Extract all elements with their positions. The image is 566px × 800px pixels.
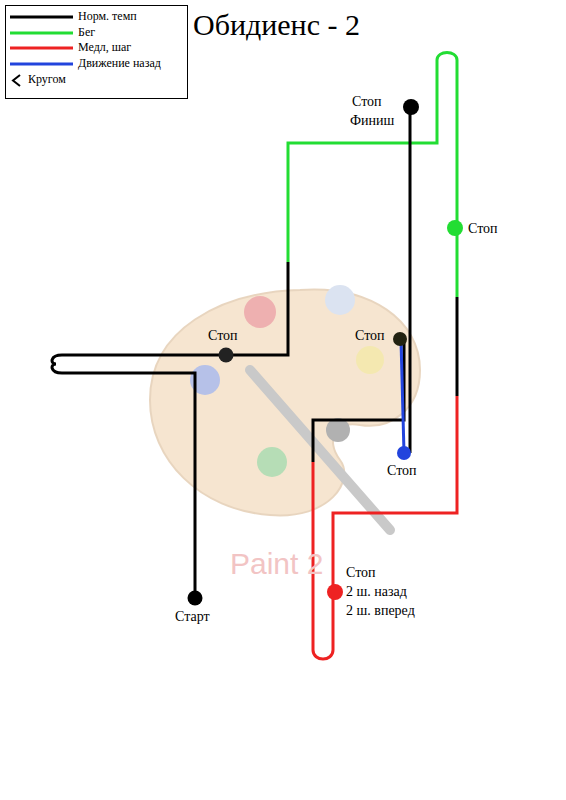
normal-pace-path [313,340,404,462]
legend-text: Движение назад [78,57,161,70]
run-path [288,53,457,298]
legend-frame [6,6,188,99]
stop-dot [447,220,463,236]
normal-pace-path [409,107,412,453]
legend-text: Бег [78,26,95,39]
stop-label: Стоп [468,221,498,236]
legend-line [9,29,75,37]
legend-line-sample [10,16,73,19]
finish-dot [403,99,419,115]
stop-dot [397,446,411,460]
slow-pace-path [313,396,457,659]
diagram-title: Обидиенс - 2 [193,8,360,41]
legend-line-sample [10,47,73,50]
legend-text: Кругом [28,73,66,86]
legend-text: Медл, шаг [78,41,131,54]
legend-line [9,44,75,52]
step-note: 2 ш. вперед [346,603,415,618]
stop-label: Стоп [355,328,385,343]
normal-pace-path [456,297,459,396]
stop-label: Стоп [208,328,238,343]
stop-dot [393,332,407,346]
watermark: Paint 2 [230,547,323,580]
stop-dot [327,584,343,600]
legend-line [9,60,75,68]
stop-label: Стоп [352,94,382,109]
legend-line [9,13,75,21]
legend-text: Норм. темп [78,10,137,23]
start-label: Старт [175,609,210,624]
stop-label: Стоп [387,463,417,478]
finish-label: Финиш [350,113,394,128]
backward-path [401,340,404,453]
legend-line-sample [10,63,73,66]
palette-watermark [150,285,420,530]
step-note: 2 ш. назад [346,584,407,599]
stop-label: Стоп [346,565,376,580]
legend-line-sample [10,32,73,35]
turn-symbol [13,75,20,86]
stop-dot [219,348,234,363]
start-dot [188,591,203,606]
